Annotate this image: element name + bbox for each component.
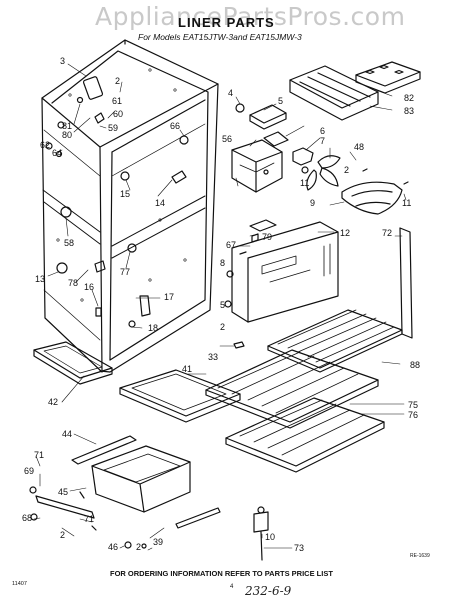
callout-label: 56 [222, 134, 232, 144]
callout-label: 81 [62, 121, 72, 131]
callout-label: 33 [208, 352, 218, 362]
ordering-note: FOR ORDERING INFORMATION REFER TO PARTS … [110, 569, 333, 578]
callout-label: 2 [60, 530, 65, 540]
callout-labels: 3 2 4 61 60 59 80 81 62 64 66 5 56 6 7 4… [22, 56, 420, 553]
callout-label: 60 [113, 109, 123, 119]
divider-strip [399, 227, 413, 339]
page-number: 4 [230, 584, 234, 590]
water-valve-10 [253, 506, 269, 561]
callout-label: 44 [62, 429, 72, 439]
callout-label: 72 [382, 228, 392, 238]
callout-label: 3 [60, 56, 65, 66]
callout-label: 71 [84, 514, 94, 524]
callout-label: 75 [408, 400, 418, 410]
model-subtitle: For Models EAT15JTW-3and EAT15JMW-3 [138, 32, 302, 42]
callout-label: 45 [58, 487, 68, 497]
leader-lines [33, 63, 407, 551]
drip-pan [33, 341, 113, 385]
bracket-67 [239, 251, 247, 255]
callout-label: 2 [220, 322, 225, 332]
callout-label: 62 [40, 140, 50, 150]
ice-tray-and-rack [289, 61, 421, 121]
drawer-slides [29, 486, 221, 549]
callout-label: 2 [344, 165, 349, 175]
callout-label: 7 [320, 136, 325, 146]
callout-label: 82 [404, 93, 414, 103]
callout-label: 12 [340, 228, 350, 238]
callout-label: 73 [294, 543, 304, 553]
callout-label: 11 [300, 178, 309, 188]
drawing-reference-code: RE-1639 [410, 553, 430, 559]
handwritten-note: 232-6-9 [245, 584, 292, 598]
crisper-drawer [91, 445, 191, 513]
callout-label: 83 [404, 106, 414, 116]
callout-label: 77 [120, 267, 130, 277]
callout-label: 15 [120, 189, 130, 199]
callout-label: 8 [220, 258, 225, 268]
liner-cabinet [41, 39, 219, 373]
shelf-76 [225, 397, 385, 473]
callout-label: 17 [164, 292, 174, 302]
callout-label: 41 [182, 364, 192, 374]
callout-label: 59 [108, 123, 118, 133]
callout-label: 18 [148, 323, 158, 333]
callout-label: 13 [35, 274, 45, 284]
callout-label: 79 [262, 232, 272, 242]
air-duct-cover [231, 221, 339, 323]
callout-label: 88 [410, 360, 420, 370]
callout-label: 9 [310, 198, 315, 208]
callout-label: 69 [24, 466, 34, 476]
callout-label: 46 [108, 542, 118, 552]
upper-small-parts [231, 103, 409, 232]
callout-label: 4 [228, 88, 233, 98]
callout-label: 58 [64, 238, 74, 248]
callout-label: 64 [52, 148, 62, 158]
clip-33 [233, 341, 245, 349]
crisper-rail [71, 435, 137, 465]
callout-label: 48 [354, 142, 364, 152]
diagram-title: LINER PARTS [178, 15, 275, 30]
callout-label: 67 [226, 240, 236, 250]
callout-label: 61 [112, 96, 122, 106]
screw-5 [224, 300, 232, 308]
callout-label: 6 [320, 126, 325, 136]
callout-label: 76 [408, 410, 418, 420]
screw-8 [226, 270, 234, 278]
watermark: AppliancePartsPros.com [95, 2, 406, 31]
callout-label: 16 [84, 282, 94, 292]
callout-label: 11 [402, 198, 411, 208]
callout-label: 78 [68, 278, 78, 288]
crisper-cover [119, 369, 241, 423]
callout-label: 42 [48, 397, 58, 407]
callout-label: 14 [155, 198, 165, 208]
callout-label: 5 [278, 96, 283, 106]
callout-label: 10 [265, 532, 275, 542]
callout-label: 2 [136, 542, 141, 552]
callout-label: 71 [34, 450, 44, 460]
callout-label: 2 [115, 76, 120, 86]
callout-label: 5 [220, 300, 225, 310]
callout-label: 39 [153, 537, 163, 547]
callout-label: 66 [170, 121, 180, 131]
shelf-88 [267, 309, 403, 373]
shelf-75 [205, 349, 379, 429]
callout-label: 80 [62, 130, 72, 140]
document-code: 11407 [12, 581, 27, 587]
callout-label: 68 [22, 513, 32, 523]
